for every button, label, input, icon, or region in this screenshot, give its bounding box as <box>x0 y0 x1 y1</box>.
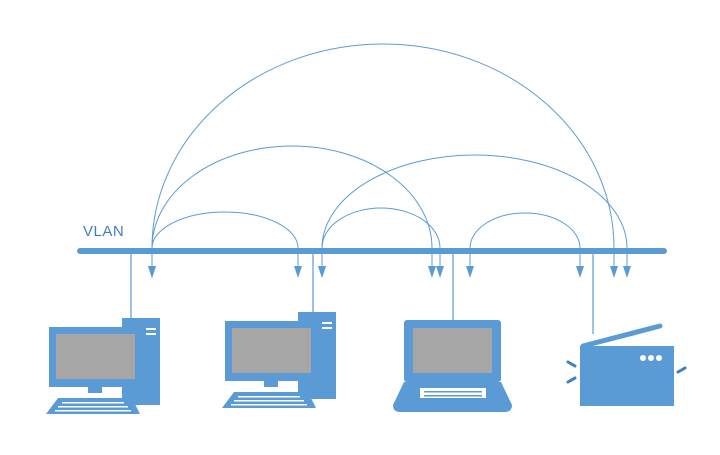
broadcast-arc-pc-1-to-pc-2 <box>151 211 299 249</box>
broadcast-arc-pc-2-to-laptop <box>321 207 441 249</box>
arrow-head-icon <box>466 266 474 278</box>
arrow-head-icon <box>576 266 584 278</box>
broadcast-arc-pc-1-to-laptop <box>151 145 433 249</box>
desktop-computer-icon <box>46 318 160 414</box>
broadcast-arcs <box>148 43 631 278</box>
broadcast-arc-pc-2-to-printer <box>321 154 628 249</box>
desktop-computer-icon <box>222 312 336 408</box>
laptop-icon <box>393 320 512 412</box>
arrow-head-icon <box>294 266 302 278</box>
arrow-head-icon <box>610 266 618 278</box>
arrow-head-icon <box>148 266 156 278</box>
arrow-head-icon <box>428 266 436 278</box>
device-connectors <box>130 251 594 334</box>
printer-icon <box>566 323 687 406</box>
vlan-label: VLAN <box>83 223 124 240</box>
arrow-head-icon <box>436 266 444 278</box>
broadcast-arc-pc-1-to-printer <box>151 43 615 249</box>
arrow-head-icon <box>318 266 326 278</box>
arrow-head-icon <box>623 266 631 278</box>
broadcast-arc-laptop-to-printer <box>469 212 581 249</box>
